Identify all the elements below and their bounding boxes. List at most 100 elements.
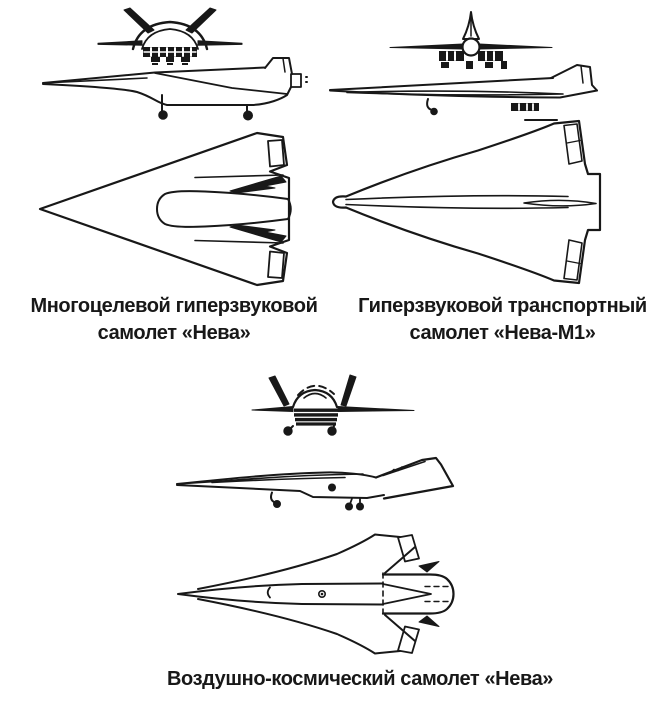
flap-divider-left bbox=[566, 260, 581, 265]
fuselage-belly bbox=[176, 484, 385, 499]
caption-line: Воздушно-космический самолет «Нева» bbox=[166, 668, 554, 690]
side-view bbox=[329, 64, 598, 121]
transport-top-view-drawing bbox=[331, 119, 602, 285]
engine-shroud bbox=[381, 573, 455, 615]
wing-right bbox=[478, 43, 553, 50]
caption-line: Гиперзвуковой транспортный bbox=[358, 295, 647, 317]
front-view bbox=[389, 11, 553, 69]
aft-dots bbox=[305, 76, 308, 83]
engine-legs bbox=[151, 57, 190, 65]
tip-fin-upper bbox=[397, 534, 420, 563]
front-view bbox=[251, 374, 415, 436]
elevon-dart-upper bbox=[418, 561, 440, 573]
engine-block-left bbox=[439, 51, 464, 61]
top-view bbox=[331, 119, 602, 285]
aerospace-side-view-drawing bbox=[176, 456, 455, 511]
nose-gear-wheel bbox=[158, 110, 168, 120]
flap-left-wing bbox=[563, 239, 583, 281]
wing-right bbox=[197, 40, 243, 46]
wing-leading-edge-upper bbox=[197, 533, 401, 590]
wing-root-lines bbox=[211, 473, 364, 484]
port-circle-center bbox=[320, 592, 324, 596]
planform-outline bbox=[38, 131, 291, 287]
tip-fin-lower bbox=[397, 625, 420, 654]
dorsal-fin-lens bbox=[523, 199, 597, 207]
main-wheel-2 bbox=[356, 502, 364, 511]
flap-right-wing bbox=[267, 139, 285, 168]
engine-stack bbox=[294, 408, 338, 426]
wing-left bbox=[251, 406, 294, 412]
caption-line: самолет «Нева» bbox=[97, 322, 251, 344]
wing-leading-edge-lower bbox=[197, 598, 401, 655]
fuselage-top bbox=[329, 77, 554, 91]
fin-and-aft-wedge bbox=[374, 456, 455, 500]
aerospace-top-view-drawing bbox=[177, 533, 455, 655]
fuselage-dome bbox=[291, 388, 339, 409]
rudder-line bbox=[282, 57, 286, 73]
elevon-dart-lower bbox=[418, 615, 440, 627]
vertical-fin bbox=[264, 57, 293, 75]
wing-junction-lines bbox=[194, 174, 284, 244]
aerospace-front-view-drawing bbox=[251, 374, 415, 436]
side-view bbox=[176, 456, 455, 511]
caption-line: самолет «Нева-М1» bbox=[409, 322, 596, 344]
nose-gear-hook bbox=[426, 98, 433, 111]
engine-block-right bbox=[478, 51, 503, 61]
multipurpose-front-view-drawing bbox=[97, 7, 243, 65]
flap-divider-right bbox=[566, 139, 581, 144]
side-view bbox=[42, 57, 308, 121]
fin-inner-line bbox=[382, 460, 426, 477]
dashed-canopy bbox=[297, 384, 335, 396]
vertical-fin bbox=[550, 64, 598, 92]
front-view bbox=[97, 7, 243, 65]
flap-right-wing bbox=[563, 123, 583, 165]
fuselage bbox=[461, 37, 481, 57]
body-outline bbox=[177, 582, 384, 606]
rudder-line bbox=[580, 65, 584, 84]
inner-dome bbox=[303, 392, 327, 399]
wheel-left bbox=[283, 426, 293, 436]
nose-midline bbox=[42, 77, 148, 84]
top-view bbox=[177, 533, 455, 655]
fuselage-dome-inner bbox=[141, 28, 199, 50]
wing-right bbox=[337, 406, 415, 412]
tail-cone bbox=[382, 583, 432, 605]
port-circle bbox=[318, 590, 327, 599]
fin-ticks bbox=[389, 466, 403, 474]
transport-front-view-drawing bbox=[389, 11, 553, 69]
tail-fin-right bbox=[340, 374, 357, 407]
dashed-shroud-lines bbox=[424, 585, 452, 603]
elevon-dark-left bbox=[229, 224, 287, 243]
center-body bbox=[156, 190, 292, 228]
wing-root-line bbox=[154, 72, 288, 95]
caption-aerospace: Воздушно-космический самолет «Нева» bbox=[55, 666, 665, 693]
tail-fin-left bbox=[268, 375, 290, 407]
multipurpose-top-view-drawing bbox=[38, 131, 292, 287]
transport-side-view-drawing bbox=[329, 64, 598, 121]
crescent-mark bbox=[266, 586, 271, 599]
wing-chord-lens bbox=[346, 90, 564, 96]
caption-multipurpose: Многоцелевой гиперзвуковой самолет «Нева… bbox=[10, 293, 338, 347]
flap-left-wing bbox=[267, 250, 285, 279]
fuselage-lines bbox=[345, 194, 569, 210]
main-gear-wheel bbox=[243, 110, 253, 121]
aft-box bbox=[290, 73, 302, 88]
multipurpose-side-view-drawing bbox=[42, 57, 308, 121]
tail-fin-right bbox=[185, 7, 217, 34]
caption-transport: Гиперзвуковой транспортный самолет «Нева… bbox=[340, 293, 665, 347]
engine-legs bbox=[441, 61, 507, 69]
top-view bbox=[38, 131, 292, 287]
engine-pod bbox=[511, 103, 539, 111]
caption-line: Многоцелевой гиперзвуковой bbox=[30, 295, 318, 317]
wheel-right bbox=[327, 426, 337, 436]
nose-gear-wheel bbox=[430, 107, 438, 116]
planform-outline bbox=[331, 119, 602, 285]
main-wheel-1 bbox=[345, 502, 353, 511]
fuselage-dome-outer bbox=[131, 20, 209, 51]
nose-gear-wheel bbox=[273, 500, 281, 508]
tail-fin-left bbox=[123, 7, 155, 34]
wing-left bbox=[389, 43, 464, 50]
elevon-dark-right bbox=[229, 175, 287, 194]
wing-left bbox=[97, 40, 143, 46]
fuselage-belly bbox=[42, 83, 292, 106]
